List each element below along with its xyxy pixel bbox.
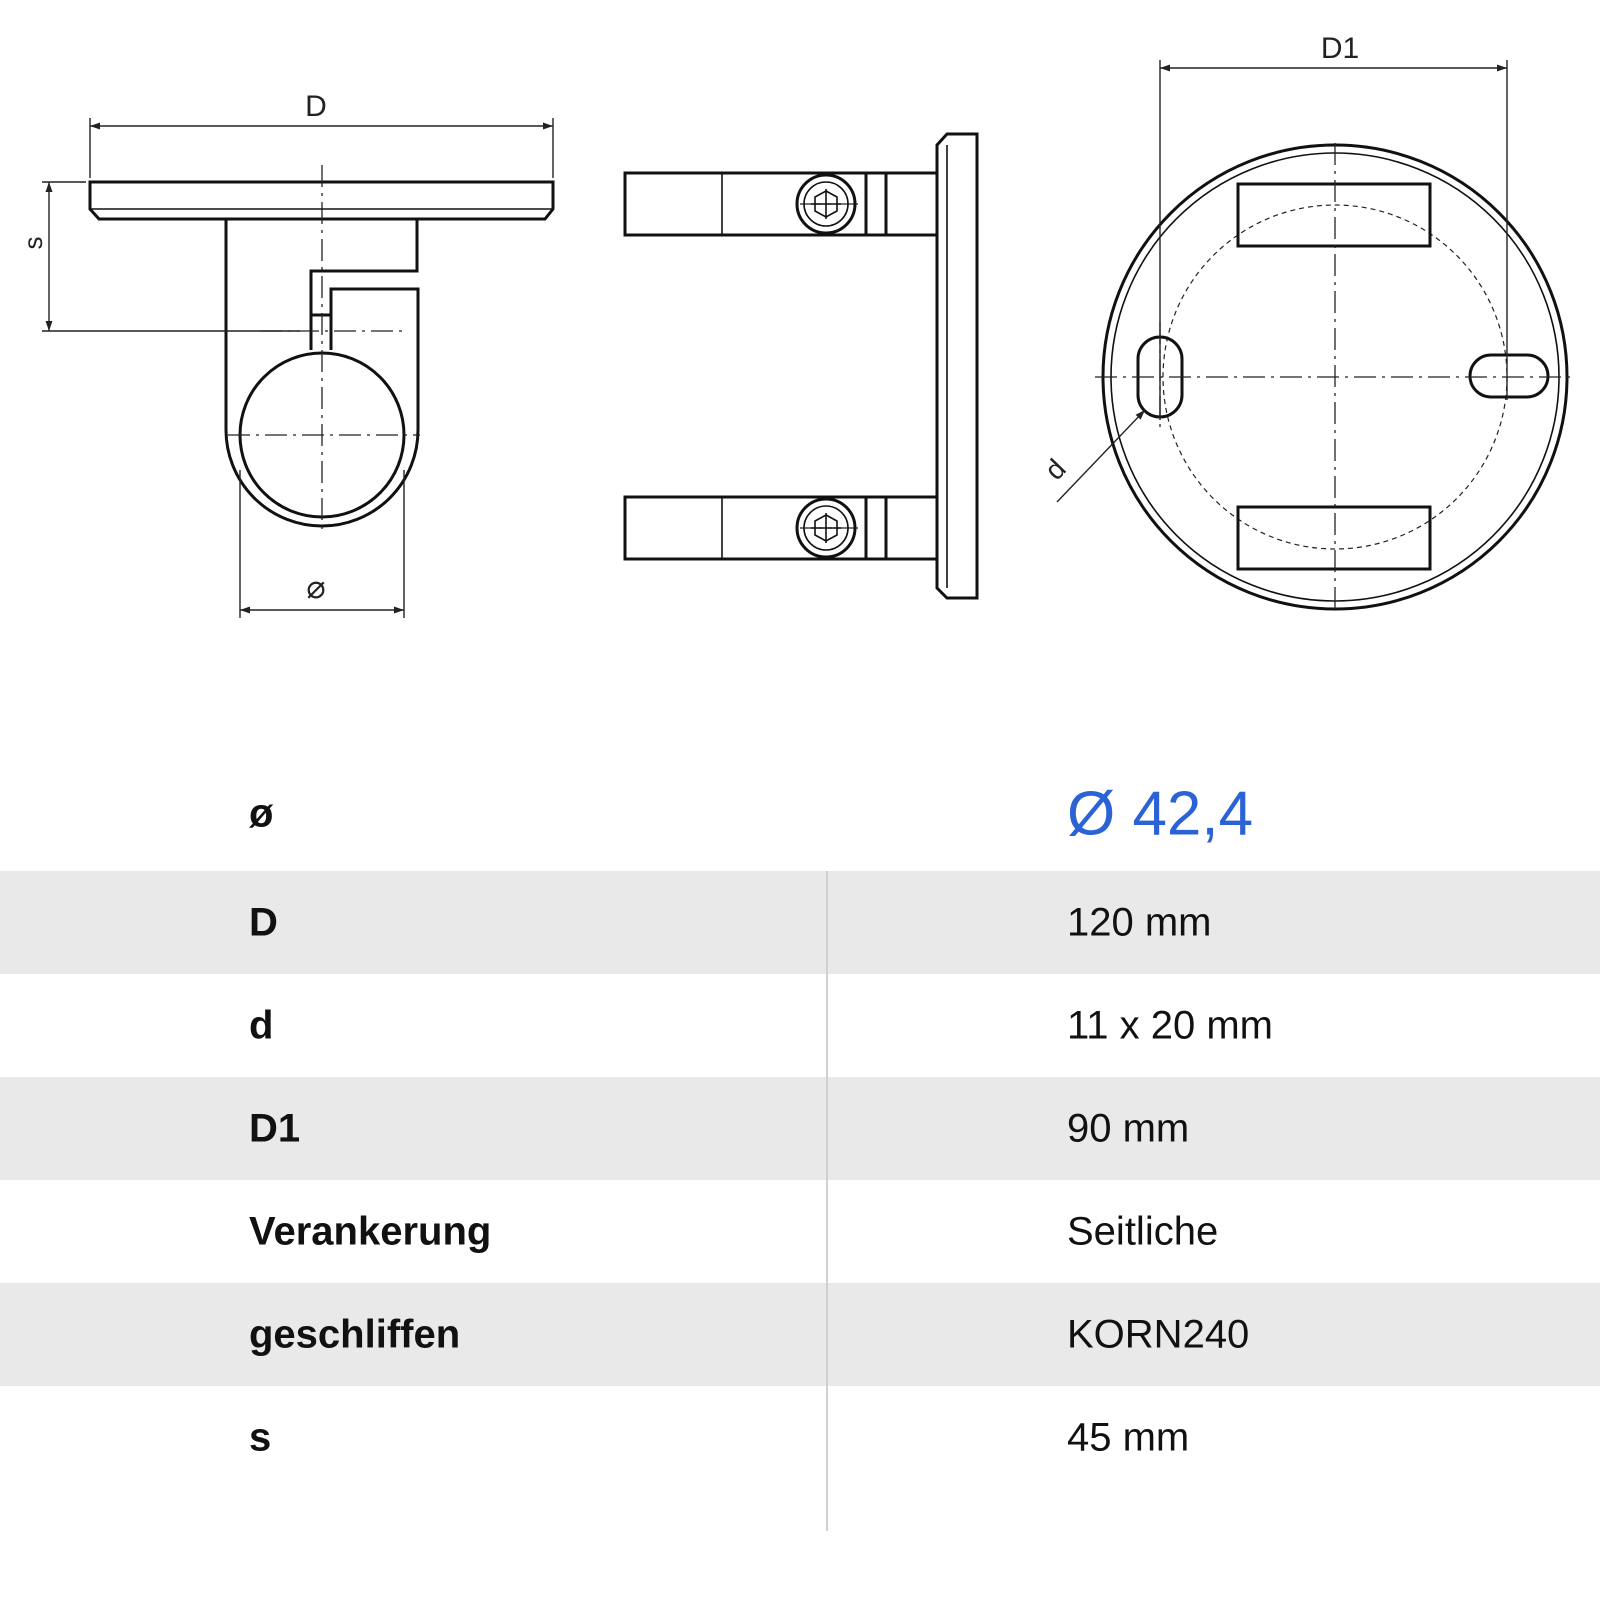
side-view [623, 132, 979, 600]
dim-label-bore: ⌀ [306, 569, 325, 605]
row-value: Seitliche [1067, 1209, 1219, 1253]
row-label: geschliffen [249, 1312, 461, 1356]
side-upper-arm [623, 171, 939, 237]
side-lower-arm [623, 495, 939, 561]
row-label: D1 [249, 1106, 301, 1150]
row-value: KORN240 [1067, 1312, 1250, 1356]
dim-line-d [1056, 409, 1146, 503]
top-upper-pad [1236, 182, 1432, 248]
right-slot [1468, 353, 1550, 399]
row-label: s [249, 1415, 272, 1459]
lower-screw-icon [795, 497, 857, 559]
dim-label-D1: D1 [1321, 32, 1359, 65]
table-row: D1 90 mm [0, 1077, 1600, 1180]
row-value-highlight: Ø 42,4 [1067, 779, 1254, 848]
row-label: d [249, 1003, 274, 1047]
row-value: 45 mm [1067, 1415, 1190, 1459]
table-row: geschliffen KORN240 [0, 1283, 1600, 1386]
row-value: 90 mm [1067, 1106, 1190, 1150]
dim-label-D: D [305, 90, 327, 123]
top-lower-pad [1236, 505, 1432, 571]
table-row: D 120 mm [0, 871, 1600, 974]
table-row: d 11 x 20 mm [0, 974, 1600, 1077]
dim-label-s: s [18, 237, 48, 250]
table-row: s 45 mm [0, 1386, 1600, 1489]
front-view: D s ⌀ [18, 90, 555, 618]
dim-label-d: d [1039, 453, 1072, 486]
row-label: D [249, 900, 278, 944]
row-label: Verankerung [249, 1209, 492, 1253]
row-label: ø [249, 791, 274, 835]
table-column-divider [826, 871, 828, 1531]
table-row: Verankerung Seitliche [0, 1180, 1600, 1283]
technical-drawing: D s ⌀ [18, 32, 1575, 618]
spec-table: ø Ø 42,4 D 120 mm d 11 x 20 mm D1 90 mm … [0, 756, 1600, 1489]
upper-screw-icon [795, 173, 857, 235]
row-value: 11 x 20 mm [1067, 1003, 1273, 1047]
front-clamp-body [224, 219, 420, 528]
side-base-plate [935, 132, 979, 600]
table-row: ø Ø 42,4 [0, 756, 1600, 871]
row-value: 120 mm [1067, 900, 1212, 944]
top-view: D1 d [1039, 32, 1575, 615]
